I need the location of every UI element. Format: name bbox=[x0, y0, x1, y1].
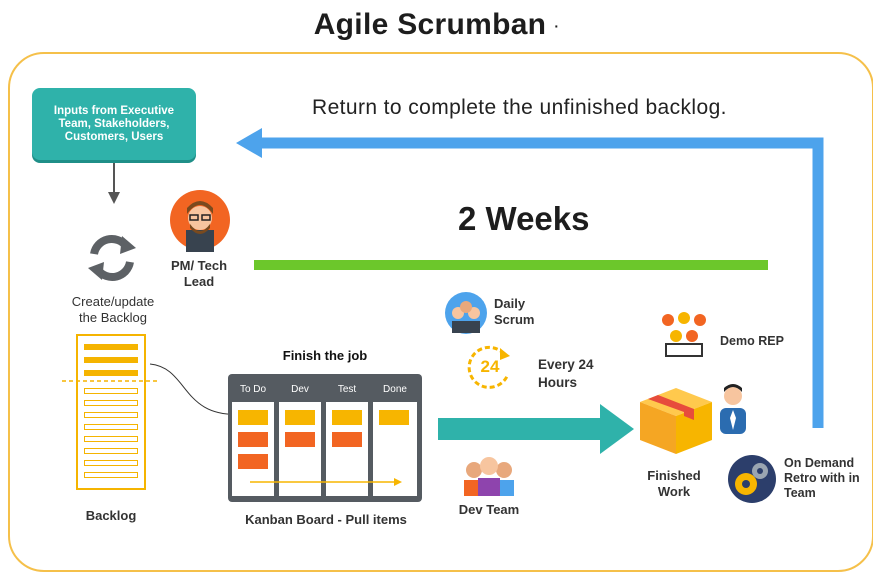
pm-label: PM/ Tech Lead bbox=[158, 258, 240, 290]
finished-work-label: Finished Work bbox=[634, 468, 714, 500]
kanban-board: To Do Dev Test Done bbox=[228, 374, 422, 502]
return-text: Return to complete the unfinished backlo… bbox=[312, 96, 727, 119]
demo-rep-label: Demo REP bbox=[720, 334, 784, 348]
inputs-box-text: Inputs from Executive Team, Stakeholders… bbox=[53, 104, 175, 143]
task-card bbox=[332, 432, 362, 447]
dev-team-icon bbox=[464, 457, 514, 496]
daily-scrum-line1: Daily bbox=[494, 296, 526, 311]
finished-box-icon bbox=[640, 388, 712, 454]
pm-label-line1: PM/ Tech bbox=[170, 258, 228, 273]
two-weeks-bar bbox=[254, 260, 768, 270]
backlog-item bbox=[84, 412, 138, 418]
backlog-item bbox=[84, 424, 138, 430]
task-card bbox=[285, 432, 315, 447]
every-24-line1: Every 24 bbox=[538, 357, 594, 372]
kanban-col-dev: Dev bbox=[291, 384, 309, 395]
hours-number: 24 bbox=[480, 357, 500, 376]
diagram-graphics bbox=[62, 128, 824, 454]
create-label-line2: the Backlog bbox=[79, 310, 147, 325]
hours-cycle-icon bbox=[467, 345, 510, 389]
task-card bbox=[238, 432, 268, 447]
kanban-lane-todo bbox=[232, 402, 274, 496]
daily-scrum-line2: Scrum bbox=[494, 312, 535, 327]
kanban-col-test: Test bbox=[337, 384, 357, 395]
pm-label-line2: Lead bbox=[183, 274, 215, 289]
title-dot: · bbox=[554, 18, 560, 35]
duration-label: 2 Weeks bbox=[458, 200, 590, 237]
daily-scrum-label: Daily Scrum bbox=[494, 296, 554, 328]
task-card bbox=[379, 410, 409, 425]
daily-scrum-icon bbox=[445, 292, 487, 334]
return-arrow bbox=[236, 128, 824, 428]
create-update-label: Create/update the Backlog bbox=[52, 294, 174, 326]
retro-line2: Retro with in bbox=[784, 471, 860, 485]
finished-line2: Work bbox=[657, 484, 691, 499]
backlog-item bbox=[84, 436, 138, 442]
diagram-title: Agile Scrumban · bbox=[0, 8, 873, 42]
flow-arrow bbox=[250, 478, 402, 486]
delivery-arrow bbox=[438, 404, 634, 454]
pm-avatar-icon bbox=[170, 190, 230, 252]
task-card bbox=[238, 410, 268, 425]
dev-team-label: Dev Team bbox=[458, 502, 520, 517]
retro-line1: On Demand bbox=[784, 456, 855, 470]
backlog-label: Backlog bbox=[85, 508, 137, 523]
backlog-item bbox=[84, 460, 138, 466]
backlog-item-priority bbox=[84, 370, 138, 376]
backlog-item-priority bbox=[84, 344, 138, 350]
every-24-line2: Hours bbox=[538, 375, 578, 390]
kanban-lane-test bbox=[326, 402, 368, 496]
demo-team-icon bbox=[662, 312, 706, 357]
customer-icon bbox=[720, 384, 746, 434]
backlog-item-priority bbox=[84, 357, 138, 363]
retro-line3: Team bbox=[784, 486, 816, 500]
task-card bbox=[332, 410, 362, 425]
title-text: Agile Scrumban bbox=[313, 8, 547, 41]
every-24-label: Every 24 Hours bbox=[538, 356, 618, 392]
finished-line1: Finished bbox=[647, 468, 701, 483]
kanban-lane-dev bbox=[279, 402, 321, 496]
refresh-cycle-icon bbox=[88, 235, 136, 281]
down-arrow bbox=[108, 162, 120, 204]
retro-label: On Demand Retro with in Team bbox=[784, 456, 870, 501]
task-card bbox=[285, 410, 315, 425]
create-label-line1: Create/update bbox=[71, 294, 155, 309]
finish-job-label: Finish the job bbox=[282, 348, 368, 363]
kanban-label: Kanban Board - Pull items bbox=[245, 512, 407, 527]
backlog-item bbox=[84, 448, 138, 454]
backlog-item bbox=[84, 400, 138, 406]
backlog-item bbox=[84, 472, 138, 478]
backlog-item bbox=[84, 388, 138, 394]
inputs-box: Inputs from Executive Team, Stakeholders… bbox=[32, 88, 196, 160]
kanban-col-done: Done bbox=[383, 384, 407, 395]
kanban-col-todo: To Do bbox=[239, 384, 267, 395]
task-card bbox=[238, 454, 268, 469]
gears-icon bbox=[728, 455, 776, 503]
backlog-column bbox=[76, 334, 146, 490]
